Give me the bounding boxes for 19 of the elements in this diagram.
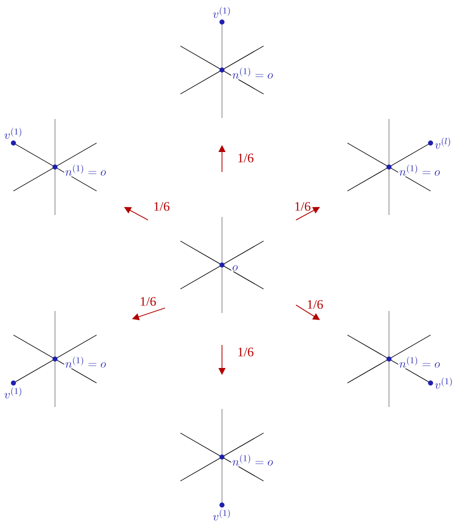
- vertex-label: $v^{(1)}$: [4, 128, 22, 139]
- probability-label: 1/6: [295, 202, 310, 211]
- vertex-label: $v^{(1)}$: [435, 377, 452, 389]
- vertex-label: $n^{(1)} = o$: [398, 355, 441, 369]
- probability-label: 1/6: [154, 202, 170, 211]
- probability-label: 1/6: [238, 154, 254, 162]
- vertex-label: $n^{(1)} = o$: [398, 163, 441, 177]
- vertex-label: $n^{(1)} = o$: [231, 66, 274, 80]
- vertex-label: $v^{(1)}$: [213, 509, 230, 520]
- vertex-label: $n^{(1)} = o$: [64, 163, 107, 177]
- probability-label: 1/6: [238, 348, 254, 356]
- vertex-label: $v^{(1)}$: [213, 6, 230, 18]
- vertex-label: $v^{(l)}$: [435, 137, 450, 149]
- vertex-label: $o$: [231, 264, 239, 272]
- vertex-label: $v^{(1)}$: [4, 387, 22, 398]
- vertex-label: $n^{(1)} = o$: [231, 453, 274, 467]
- probability-label: 1/6: [308, 300, 323, 309]
- probability-label: 1/6: [140, 297, 156, 306]
- vertex-label: $n^{(1)} = o$: [64, 355, 107, 369]
